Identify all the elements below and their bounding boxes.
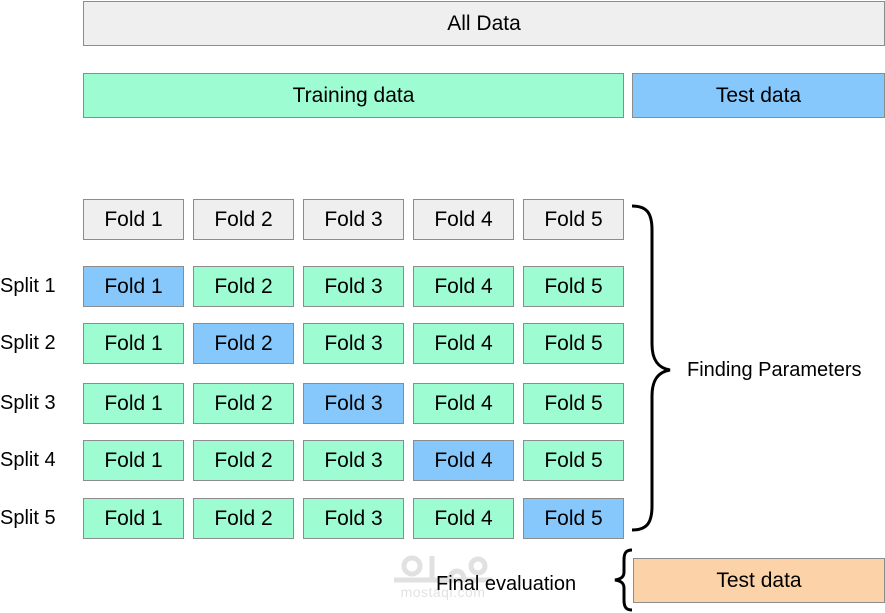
train-fold-5-3-label: Fold 3 — [324, 506, 383, 530]
test-fold-5-5: Fold 5 — [523, 498, 624, 539]
train-fold-1-3-label: Fold 3 — [324, 274, 383, 298]
split-label-5: Split 5 — [0, 507, 56, 529]
test-fold-2-2-label: Fold 2 — [214, 331, 273, 355]
train-fold-4-3-label: Fold 3 — [324, 448, 383, 472]
fold-header-3-label: Fold 3 — [324, 207, 383, 231]
finding-parameters-label: Finding Parameters — [687, 359, 862, 381]
train-fold-5-2: Fold 2 — [193, 498, 294, 539]
train-fold-5-3: Fold 3 — [303, 498, 404, 539]
train-fold-1-2-label: Fold 2 — [214, 274, 273, 298]
train-fold-2-3: Fold 3 — [303, 323, 404, 364]
test-fold-4-4: Fold 4 — [413, 440, 514, 481]
train-fold-5-1: Fold 1 — [83, 498, 184, 539]
split-label-2: Split 2 — [0, 332, 56, 354]
train-fold-1-4: Fold 4 — [413, 266, 514, 307]
train-fold-5-4: Fold 4 — [413, 498, 514, 539]
test-fold-2-2: Fold 2 — [193, 323, 294, 364]
train-fold-2-4-label: Fold 4 — [434, 331, 493, 355]
all-data-box: All Data — [83, 1, 885, 46]
train-fold-3-2-label: Fold 2 — [214, 391, 273, 415]
test-fold-3-3-label: Fold 3 — [324, 391, 383, 415]
train-fold-2-1-label: Fold 1 — [104, 331, 163, 355]
train-fold-5-1-label: Fold 1 — [104, 506, 163, 530]
train-fold-4-1-label: Fold 1 — [104, 448, 163, 472]
test-data-box: Test data — [632, 73, 885, 118]
train-fold-4-5: Fold 5 — [523, 440, 624, 481]
test-fold-1-1: Fold 1 — [83, 266, 184, 307]
train-fold-1-4-label: Fold 4 — [434, 274, 493, 298]
fold-header-3: Fold 3 — [303, 199, 404, 240]
fold-header-1: Fold 1 — [83, 199, 184, 240]
fold-header-5-label: Fold 5 — [544, 207, 603, 231]
train-fold-3-5-label: Fold 5 — [544, 391, 603, 415]
train-fold-3-4-label: Fold 4 — [434, 391, 493, 415]
left-curly-brace — [614, 548, 633, 612]
train-fold-5-2-label: Fold 2 — [214, 506, 273, 530]
fold-header-2-label: Fold 2 — [214, 207, 273, 231]
train-fold-2-4: Fold 4 — [413, 323, 514, 364]
train-fold-1-3: Fold 3 — [303, 266, 404, 307]
all-data-label: All Data — [447, 11, 521, 35]
fold-header-1-label: Fold 1 — [104, 207, 163, 231]
test-fold-5-5-label: Fold 5 — [544, 506, 603, 530]
train-fold-4-1: Fold 1 — [83, 440, 184, 481]
train-fold-2-5: Fold 5 — [523, 323, 624, 364]
training-data-box: Training data — [83, 73, 624, 118]
fold-header-2: Fold 2 — [193, 199, 294, 240]
train-fold-4-5-label: Fold 5 — [544, 448, 603, 472]
test-data-label: Test data — [715, 83, 802, 107]
train-fold-3-2: Fold 2 — [193, 383, 294, 424]
train-fold-1-5: Fold 5 — [523, 266, 624, 307]
train-fold-2-5-label: Fold 5 — [544, 331, 603, 355]
train-fold-3-4: Fold 4 — [413, 383, 514, 424]
train-fold-1-2: Fold 2 — [193, 266, 294, 307]
split-label-3: Split 3 — [0, 392, 56, 414]
train-fold-2-1: Fold 1 — [83, 323, 184, 364]
train-fold-5-4-label: Fold 4 — [434, 506, 493, 530]
fold-header-5: Fold 5 — [523, 199, 624, 240]
train-fold-3-1: Fold 1 — [83, 383, 184, 424]
train-fold-4-2-label: Fold 2 — [214, 448, 273, 472]
training-data-label: Training data — [292, 83, 415, 107]
train-fold-3-5: Fold 5 — [523, 383, 624, 424]
train-fold-2-3-label: Fold 3 — [324, 331, 383, 355]
split-label-1: Split 1 — [0, 275, 56, 297]
train-fold-3-1-label: Fold 1 — [104, 391, 163, 415]
test-fold-4-4-label: Fold 4 — [434, 448, 493, 472]
final-test-data-box: Test data — [633, 558, 885, 603]
train-fold-4-3: Fold 3 — [303, 440, 404, 481]
train-fold-1-5-label: Fold 5 — [544, 274, 603, 298]
test-fold-1-1-label: Fold 1 — [104, 274, 163, 298]
train-fold-4-2: Fold 2 — [193, 440, 294, 481]
final-test-data-label: Test data — [716, 568, 802, 592]
split-label-4: Split 4 — [0, 449, 56, 471]
test-fold-3-3: Fold 3 — [303, 383, 404, 424]
fold-header-4: Fold 4 — [413, 199, 514, 240]
fold-header-4-label: Fold 4 — [434, 207, 493, 231]
right-curly-brace — [631, 204, 671, 532]
final-evaluation-label: Final evaluation — [436, 573, 577, 595]
